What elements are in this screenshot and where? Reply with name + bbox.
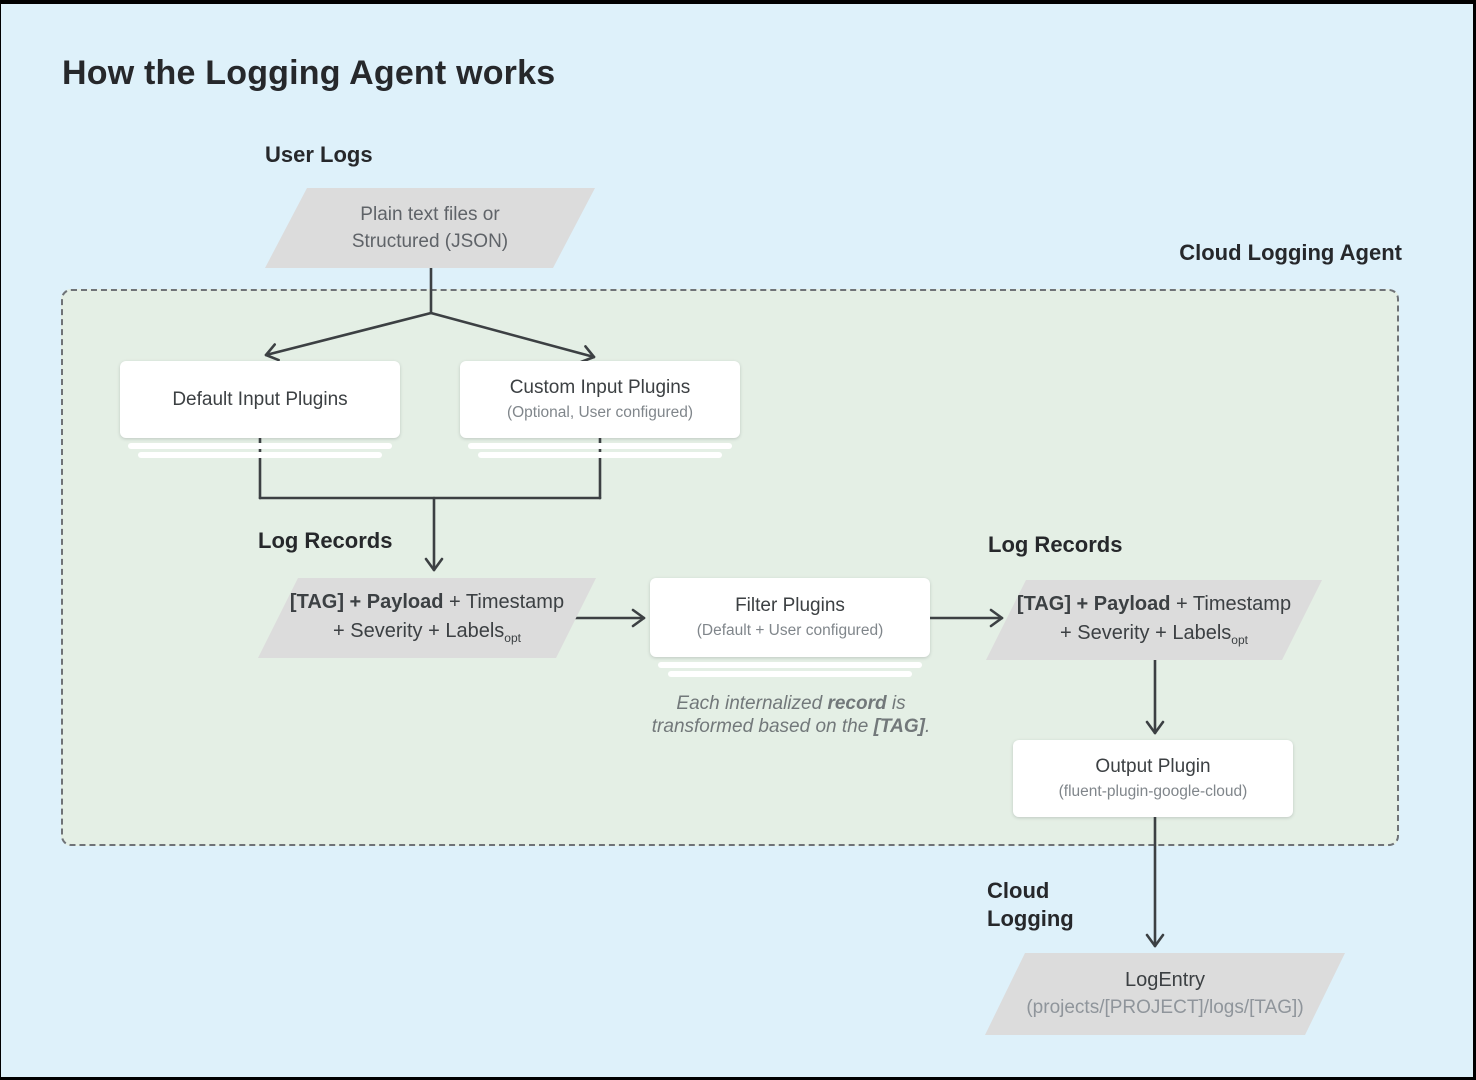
custom-input-stack-2 [478,452,722,458]
screen-edge-left [0,0,1,1080]
cloud-logging-agent-label: Cloud Logging Agent [1179,240,1402,265]
page-title: How the Logging Agent works [62,54,556,92]
log-record-right-line1: [TAG] + Payload + Timestamp [1017,590,1291,619]
log-record-left-line2: + Severity + Labelsopt [333,620,521,645]
custom-input-plugins-subtitle: (Optional, User configured) [506,404,694,421]
log-record-left-bold: [TAG] + Payload [289,591,444,613]
log-record-left-line1: [TAG] + Payload + Timestamp [290,588,564,617]
log-record-right-rest: + Timestamp [1170,593,1292,615]
custom-input-stack-1 [468,443,732,449]
output-plugin-subtitle: (fluent-plugin-google-cloud) [1058,783,1248,800]
user-logs-parallelogram: Plain text files or Structured (JSON) [265,188,595,268]
user-logs-line2: Structured (JSON) [351,231,509,252]
user-logs-line1: Plain text files or [360,204,500,225]
screen-edge-right [1473,0,1476,1080]
log-record-right-line2: + Severity + Labelsopt [1060,622,1248,647]
log-entry-title: LogEntry [1124,969,1206,991]
default-input-plugins-title: Default Input Plugins [172,388,348,410]
log-record-right-bold: [TAG] + Payload [1016,593,1171,615]
filter-plugins-subtitle: (Default + User configured) [696,622,884,639]
screen-edge-top [0,0,1476,4]
filter-stack-1 [658,662,922,668]
output-plugin-title: Output Plugin [1095,756,1211,777]
custom-input-plugins-title: Custom Input Plugins [509,377,691,398]
connector-split-to-default [264,311,433,362]
log-records-right-label: Log Records [988,532,1123,557]
screen-edge-bottom [0,1077,1476,1080]
filter-note: Each internalized record is transformed … [651,693,931,737]
log-records-left-label: Log Records [258,528,393,553]
log-record-left-rest: + Timestamp [443,591,565,613]
filter-plugins-title: Filter Plugins [735,595,845,616]
filter-plugins-box: Filter Plugins (Default + User configure… [650,578,930,657]
log-record-left-subscript: opt [504,631,521,645]
default-input-plugins-box: Default Input Plugins [120,361,400,438]
cloud-logging-label: Cloud Logging [987,878,1074,931]
log-record-left-parallelogram: [TAG] + Payload + Timestamp + Severity +… [258,578,596,658]
log-entry-parallelogram: LogEntry (projects/[PROJECT]/logs/[TAG]) [985,953,1345,1035]
default-input-stack-1 [128,443,392,449]
log-record-right-parallelogram: [TAG] + Payload + Timestamp + Severity +… [986,580,1322,660]
log-entry-subtitle: (projects/[PROJECT]/logs/[TAG]) [1026,997,1304,1018]
custom-input-plugins-box: Custom Input Plugins (Optional, User con… [460,361,740,438]
output-plugin-box: Output Plugin (fluent-plugin-google-clou… [1013,740,1293,817]
default-input-stack-2 [138,452,382,458]
connector-split-to-custom [429,311,596,364]
user-logs-label: User Logs [265,142,373,167]
filter-stack-2 [668,671,912,677]
log-record-right-subscript: opt [1231,633,1248,647]
